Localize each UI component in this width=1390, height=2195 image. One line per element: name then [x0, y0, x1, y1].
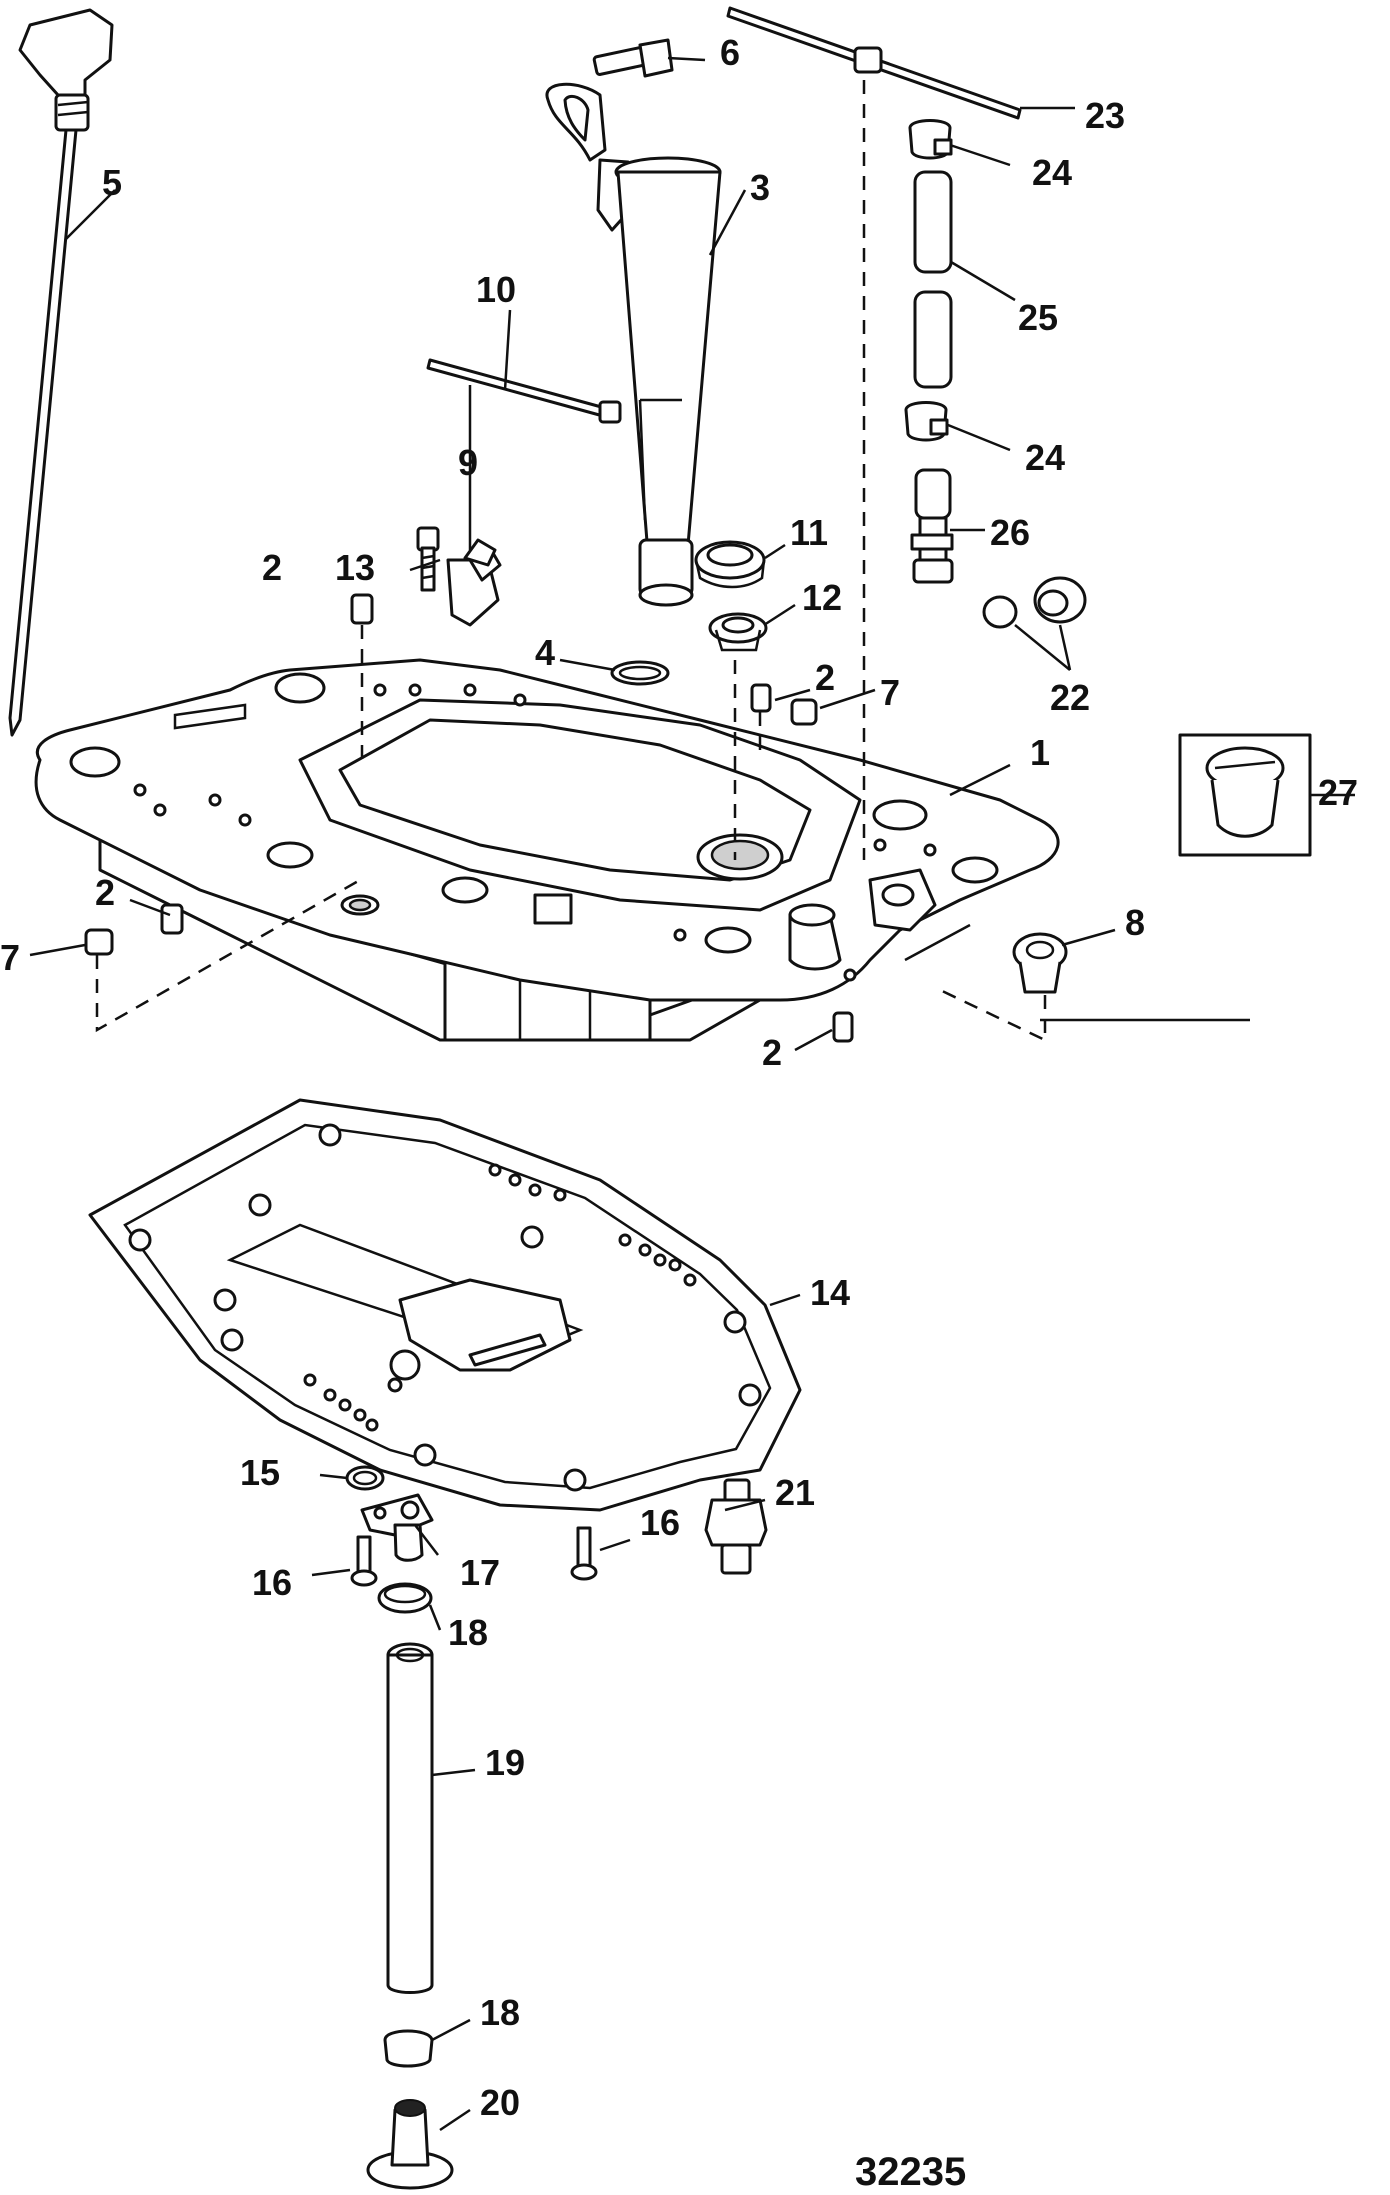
callout-23: 23: [1085, 95, 1125, 136]
part-16-screw-right: [570, 1526, 598, 1581]
part-22-plug-and-o-ring: [982, 576, 1087, 629]
part-12-grommet: [708, 612, 768, 652]
leader-lines: [29, 56, 1355, 2132]
part-18-clamp-bottom: [383, 2029, 434, 2068]
callout-24-top: 24: [1032, 152, 1072, 193]
part-27-inset-box: [1178, 733, 1312, 857]
callout-13: 13: [335, 547, 375, 588]
part-18-clamp-top: [377, 1582, 433, 1614]
callout-4: 4: [535, 632, 555, 673]
part-1-adapter-plate: [34, 658, 1060, 1042]
callout-2-mid: 2: [815, 657, 835, 698]
callout-3: 3: [750, 167, 770, 208]
callout-17: 17: [460, 1552, 500, 1593]
part-15-o-ring: [345, 1465, 385, 1491]
callout-19: 19: [485, 1742, 525, 1783]
part-9-elbow-fitting: [446, 538, 502, 627]
gasket-holes: [128, 1123, 762, 1492]
part-23-cable-tie: [726, 6, 1022, 120]
part-21-fitting: [704, 1478, 768, 1575]
callout-10: 10: [476, 269, 516, 310]
callout-20: 20: [480, 2082, 520, 2123]
part-20-grommet: [366, 2099, 454, 2190]
callout-15: 15: [240, 1452, 280, 1493]
figure-number: 32235: [855, 2150, 966, 2194]
callout-16-right: 16: [640, 1502, 680, 1543]
part-7-plug-left: [84, 928, 114, 956]
callout-1: 1: [1030, 732, 1050, 773]
part-24-hose-clamp-bottom: [904, 401, 949, 442]
part-19-water-tube: [386, 1642, 434, 1994]
callout-18-bottom: 18: [480, 1992, 520, 2033]
part-16-screw-left: [350, 1535, 378, 1587]
part-2-dowel-pin-mid: [750, 683, 772, 713]
part-4-o-ring: [610, 660, 670, 686]
part-14-gasket: [88, 1098, 802, 1512]
callout-7-mid: 7: [880, 672, 900, 713]
part-17-water-tube-seal: [360, 1493, 434, 1562]
callout-24-bottom: 24: [1025, 437, 1065, 478]
part-3-dipstick-tube: [545, 82, 722, 607]
callout-2-bottom: 2: [762, 1032, 782, 1073]
callout-22: 22: [1050, 677, 1090, 718]
dashed-alignment-lines: [95, 80, 1047, 1042]
part-11-seal: [694, 540, 766, 589]
callout-14: 14: [810, 1272, 850, 1313]
part-25-hose: [913, 170, 953, 389]
callout-9: 9: [458, 442, 478, 483]
callout-21: 21: [775, 1472, 815, 1513]
part-6-bolt: [592, 38, 674, 78]
callout-2-left: 2: [95, 872, 115, 913]
part-2-dowel-pin-bottom: [832, 1011, 854, 1043]
adapter-plate-holes: [133, 683, 937, 982]
callout-18-top: 18: [448, 1612, 488, 1653]
callout-11: 11: [790, 512, 828, 553]
callout-7-left: 7: [0, 937, 20, 978]
part-13-screw: [416, 526, 440, 592]
part-7-plug-mid: [790, 698, 818, 726]
callout-2-top: 2: [262, 547, 282, 588]
part-2-dowel-pin-left: [160, 903, 184, 935]
part-2-dowel-pin-top: [350, 593, 374, 625]
callout-12: 12: [802, 577, 842, 618]
callout-25: 25: [1018, 297, 1058, 338]
callout-16-left: 16: [252, 1562, 292, 1603]
part-5-dipstick: [8, 8, 114, 737]
part-24-hose-clamp-top: [908, 119, 953, 160]
part-8-plug-right: [1012, 932, 1068, 994]
callout-6: 6: [720, 32, 740, 73]
callout-27: 27: [1318, 772, 1358, 813]
callout-26: 26: [990, 512, 1030, 553]
part-26-hose-fitting: [910, 468, 954, 584]
callout-5: 5: [102, 162, 122, 203]
callout-8: 8: [1125, 902, 1145, 943]
callout-labels: 5 6 3 10 9 13 2 11 12 4 2 7 1 2 7 8 2 23…: [0, 32, 1358, 2123]
part-10-cable-tie: [426, 358, 622, 424]
